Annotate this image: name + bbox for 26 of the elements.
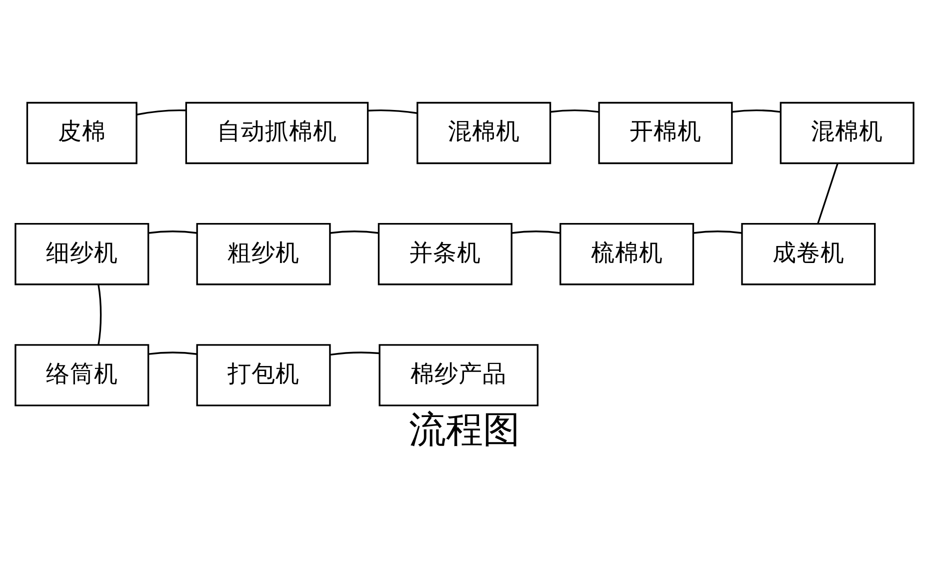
node-box: 成卷机 (741, 222, 876, 285)
connector (330, 351, 380, 356)
connector (512, 230, 560, 234)
node-box: 皮棉 (26, 101, 138, 164)
connector (732, 108, 781, 112)
node-box: 梳棉机 (560, 222, 694, 285)
node-box: 开棉机 (598, 101, 733, 164)
node-box: 棉纱产品 (378, 344, 538, 406)
node-box: 打包机 (196, 344, 331, 406)
diagram-title: 流程图 (409, 407, 520, 450)
connector (330, 230, 379, 234)
connector (550, 108, 600, 112)
connector (817, 163, 838, 224)
node-box: 粗纱机 (196, 222, 331, 285)
connector (136, 108, 186, 115)
connector (98, 284, 102, 344)
connector (148, 230, 198, 234)
node-box: 混棉机 (780, 101, 914, 164)
connector (148, 351, 198, 354)
node-box: 并条机 (378, 222, 512, 285)
node-box: 细纱机 (14, 222, 150, 285)
connector (693, 230, 742, 234)
connector (368, 108, 418, 114)
node-box: 络筒机 (14, 344, 150, 406)
node-box: 混棉机 (416, 101, 552, 164)
node-box: 自动抓棉机 (185, 101, 369, 164)
